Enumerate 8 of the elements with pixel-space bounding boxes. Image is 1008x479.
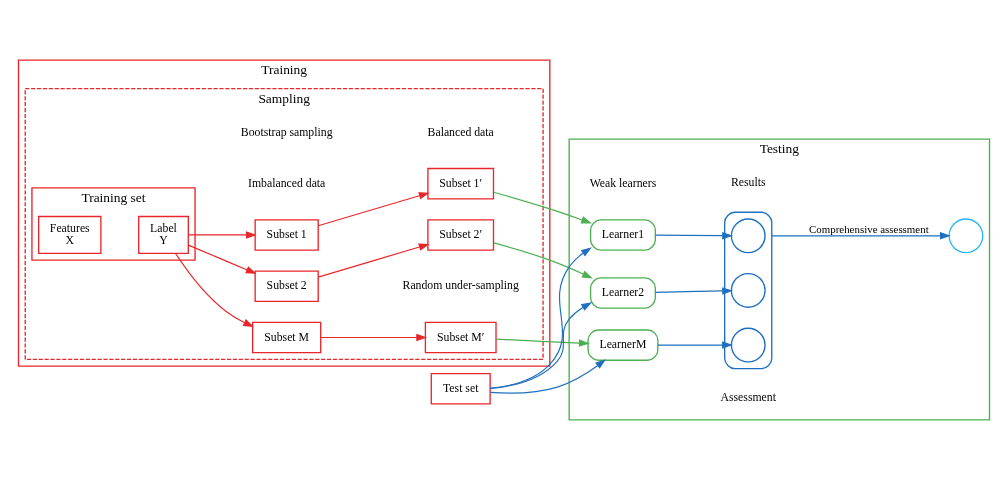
label: Balanced data [427, 125, 494, 138]
label: Results [730, 175, 766, 189]
edge-label: Comprehensive assessment [809, 222, 929, 235]
label: Random under-sampling [402, 278, 519, 292]
label: Weak learners [589, 176, 657, 190]
label: Imbalanced data [248, 176, 326, 190]
label: Bootstrap sampling [240, 125, 333, 138]
label: Assessment [720, 390, 776, 404]
